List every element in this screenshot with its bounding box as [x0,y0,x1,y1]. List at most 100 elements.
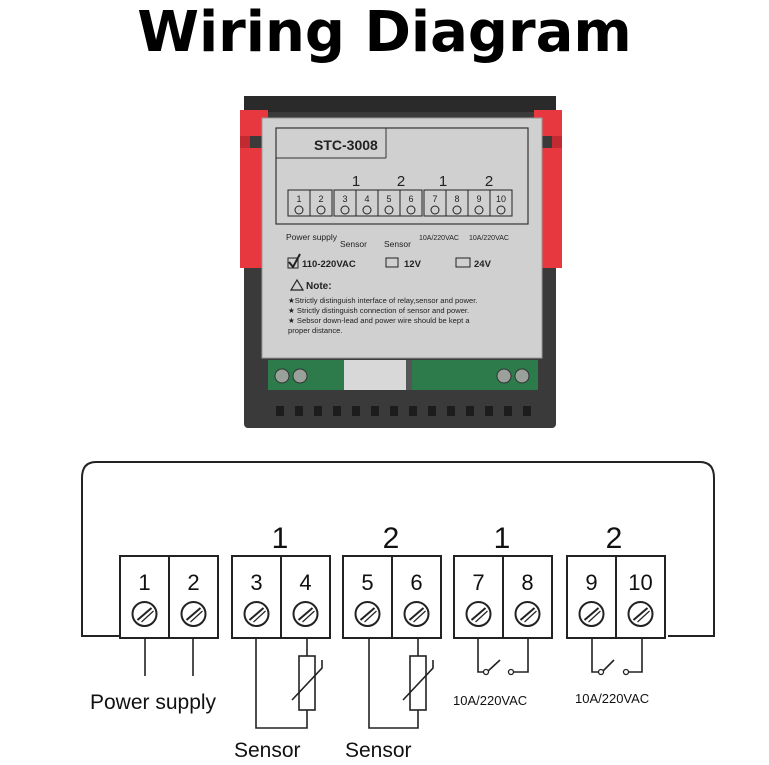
relay-1-wire [514,638,529,673]
device-terminal-screw-icon [384,205,394,215]
device-terminal-number: 1 [296,194,301,204]
voltage-option-checkbox [385,257,399,268]
sensor-group-number: 2 [383,522,400,555]
device-terminal-number: 7 [432,194,437,204]
device-terminal-screw-icon [340,205,350,215]
power-supply-label: Power supply [90,691,217,714]
device-sensor-label: Sensor [340,239,367,249]
vent-slot [409,406,417,416]
sensor-2-label: Sensor [345,739,412,762]
device-power-supply-label: Power supply [286,232,338,242]
device-terminal-screw-icon [316,205,326,215]
vent-slot [276,406,284,416]
terminal-screw-icon [465,601,492,627]
device-model: STC-3008 [314,137,378,153]
vent-slot [390,406,398,416]
terminal-screw-icon [243,601,270,627]
relay-group-number: 1 [494,522,511,555]
device-terminal-screw [274,368,290,384]
warning-icon [289,278,305,291]
relay-1-wire [477,638,484,673]
device-terminal-number: 2 [318,194,323,204]
device-terminal-screw [496,368,512,384]
terminal-screw-icon [514,601,541,627]
terminal-number: 6 [410,570,422,595]
device-terminal-number: 9 [476,194,481,204]
note-line: ★ Strictly distinguish connection of sen… [288,306,469,315]
terminal-pair-block [453,555,553,639]
relay-1-switch-contact [486,659,501,673]
device-terminal-number: 4 [364,194,369,204]
relay-contact-terminal [482,668,490,676]
device-terminal-screw-icon [474,205,484,215]
terminal-number: 10 [628,570,652,595]
terminal-number: 9 [585,570,597,595]
terminal-number: 8 [521,570,533,595]
terminal-screw-icon [354,601,381,627]
device-terminal-screw-icon [362,205,372,215]
relay-2-wire [628,638,643,673]
page-title: Wiring Diagram [137,0,632,65]
terminal-screw-icon [131,601,158,627]
device-terminal-screw [514,368,530,384]
device-terminal-screw-icon [430,205,440,215]
vent-slot [485,406,493,416]
relay-2-wire [591,638,599,673]
device-terminal-number: 8 [454,194,459,204]
device-sensor-label: Sensor [384,239,411,249]
note-line: ★ Sebsor down-lead and power wire should… [288,316,470,325]
vent-slot [504,406,512,416]
device-group-number: 1 [439,173,447,190]
terminal-number: 3 [250,570,262,595]
device-group-number: 1 [352,173,360,190]
voltage-option-label: 12V [404,259,422,270]
vent-slot [295,406,303,416]
vent-slot [333,406,341,416]
terminal-number: 7 [472,570,484,595]
vent-slot [447,406,455,416]
right-mounting-clip [534,110,562,268]
relay-2-rating: 10A/220VAC [575,691,649,706]
terminal-screw-icon [180,601,207,627]
terminal-screw-icon [403,601,430,627]
sensor-2-thermistor-icon [402,655,434,711]
terminal-pair-block [342,555,442,639]
terminal-screw-icon [578,601,605,627]
terminal-screw-icon [292,601,319,627]
relay-group-number: 2 [606,522,623,555]
device-terminal-screw-icon [496,205,506,215]
device-relay-rating: 10A/220VAC [469,235,509,242]
note-line: ★Strictly distinguish interface of relay… [288,296,477,305]
terminal-screw-icon [627,601,654,627]
terminal-number: 5 [361,570,373,595]
vent-slot [466,406,474,416]
device-group-number: 2 [485,173,493,190]
vent-slot [352,406,360,416]
device-relay-rating: 10A/220VAC [419,235,459,242]
sensor-group-number: 1 [272,522,289,555]
relay-2-switch-contact [601,659,615,673]
terminal-number: 1 [138,570,150,595]
device-terminal-number: 6 [408,194,413,204]
voltage-option-checkbox [287,253,301,269]
sensor-2-wire [368,638,419,729]
device-terminal-number: 10 [496,194,506,204]
terminal-number: 2 [187,570,199,595]
vent-slot [428,406,436,416]
note-heading: Note: [306,281,332,292]
terminal-block-outline [81,461,715,637]
vent-slot [371,406,379,416]
device-terminal-screw [292,368,308,384]
sensor-1-label: Sensor [234,739,301,762]
vent-slot [314,406,322,416]
terminal-pair-block [231,555,331,639]
device-terminal-screw-icon [294,205,304,215]
relay-contact-terminal [622,668,630,676]
voltage-option-label: 24V [474,259,492,270]
note-line: proper distance. [288,326,342,335]
device-terminal-number: 3 [342,194,347,204]
vent-slot [523,406,531,416]
terminal-pair-block [566,555,666,639]
device-terminal-number: 5 [386,194,391,204]
